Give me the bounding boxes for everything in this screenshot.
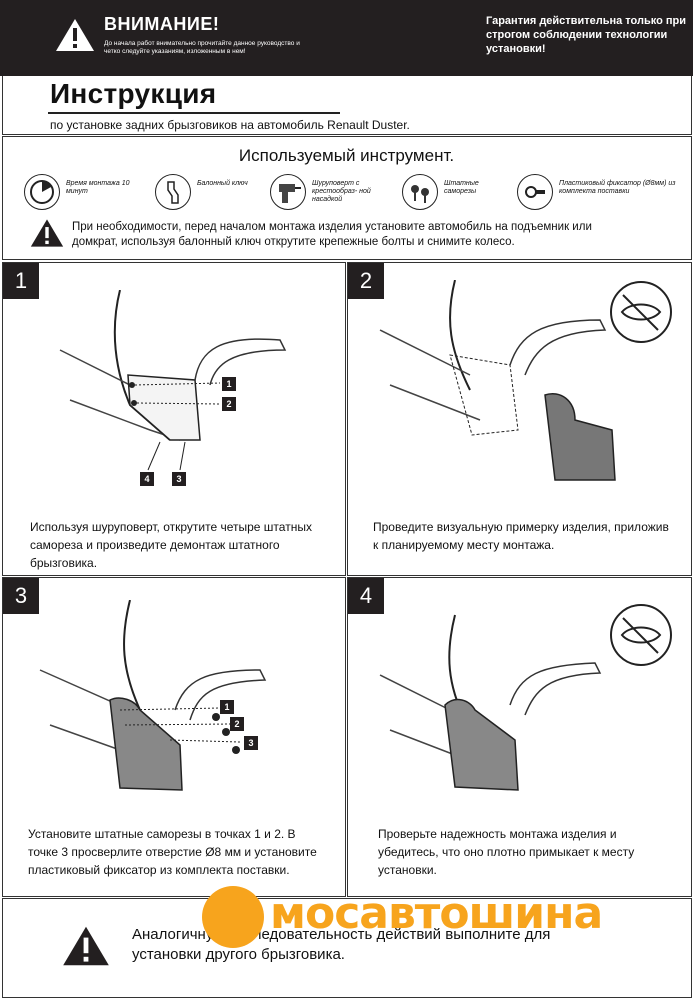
warning-icon xyxy=(30,219,64,247)
warning-title: ВНИМАНИЕ! xyxy=(104,14,220,34)
title-underline xyxy=(48,112,340,114)
warning-subtitle: До начала работ внимательно прочитайте д… xyxy=(104,40,300,55)
point-marker: 4 xyxy=(140,472,154,486)
guarantee-text: Гарантия действительна только при строго… xyxy=(486,15,686,55)
clip-icon xyxy=(517,174,553,210)
tool-label: Балонный ключ xyxy=(197,180,248,187)
point-marker: 1 xyxy=(220,700,234,714)
point-marker: 2 xyxy=(222,397,236,411)
tool-item: Балонный ключ xyxy=(155,170,265,214)
wrench-icon xyxy=(155,174,191,210)
warning-icon xyxy=(63,926,109,966)
title-box xyxy=(2,76,692,135)
page-title: Инструкция xyxy=(50,78,217,109)
preparation-note: При необходимости, перед началом монтажа… xyxy=(72,221,592,248)
point-marker: 3 xyxy=(244,736,258,750)
step-1-illustration xyxy=(59,290,287,471)
tool-item: Шуруповерт с крестообраз- ной насадкой xyxy=(270,170,390,214)
watermark-logo: мосавтошина xyxy=(270,888,603,939)
step-4-illustration xyxy=(379,604,672,791)
tool-label: Время монтажа 10 минут xyxy=(66,180,130,195)
step-2-illustration xyxy=(379,280,672,481)
tool-label: Шуруповерт с крестообраз- ной насадкой xyxy=(312,180,371,203)
tool-item: Время монтажа 10 минут xyxy=(24,170,144,214)
warning-bar xyxy=(0,0,693,76)
tools-box xyxy=(2,136,692,260)
step-number: 4 xyxy=(348,578,384,614)
clock-icon xyxy=(24,174,60,210)
page-subtitle: по установке задних брызговиков на автом… xyxy=(50,118,410,132)
drill-icon xyxy=(270,174,306,210)
step-number: 3 xyxy=(3,578,39,614)
point-marker: 3 xyxy=(172,472,186,486)
tool-item: Штатные саморезы xyxy=(402,170,512,214)
tool-item: Пластиковый фиксатор (Ø8мм) из комплекта… xyxy=(517,170,677,214)
point-marker: 1 xyxy=(222,377,236,391)
logo-circle xyxy=(202,886,264,948)
step-panel-3 xyxy=(2,577,346,897)
step-caption: Установите штатные саморезы в точках 1 и… xyxy=(28,827,317,877)
tools-title: Используемый инструмент. xyxy=(238,146,455,165)
step-number: 2 xyxy=(348,263,384,299)
point-marker: 2 xyxy=(230,717,244,731)
tool-label: Штатные саморезы xyxy=(444,180,479,195)
step-caption: Проведите визуальную примерку изделия, п… xyxy=(373,520,669,552)
screws-icon xyxy=(402,174,438,210)
warning-icon xyxy=(56,19,94,51)
step-caption: Используя шуруповерт, открутите четыре ш… xyxy=(30,520,312,570)
footer-box xyxy=(2,898,692,998)
tool-label: Пластиковый фиксатор (Ø8мм) из комплекта… xyxy=(559,180,676,195)
step-caption: Проверьте надежность монтажа изделия и у… xyxy=(378,827,635,877)
step-3-illustration xyxy=(39,600,267,791)
step-number: 1 xyxy=(3,263,39,299)
